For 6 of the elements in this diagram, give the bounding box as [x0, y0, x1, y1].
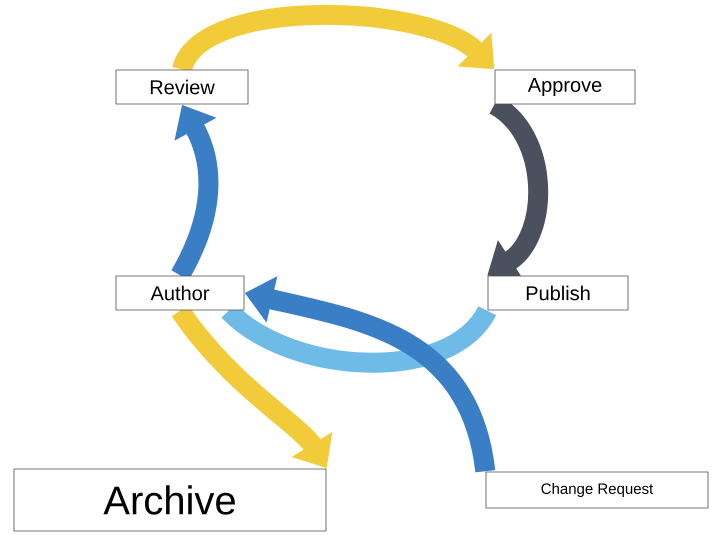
stage-box: Publish [488, 276, 628, 310]
stage-box: Review [116, 70, 248, 104]
stage-box: Approve [494, 70, 636, 104]
stage-box: Archive [14, 468, 326, 532]
stage-box: Change Request [486, 472, 708, 508]
stage-box: Author [116, 276, 244, 310]
